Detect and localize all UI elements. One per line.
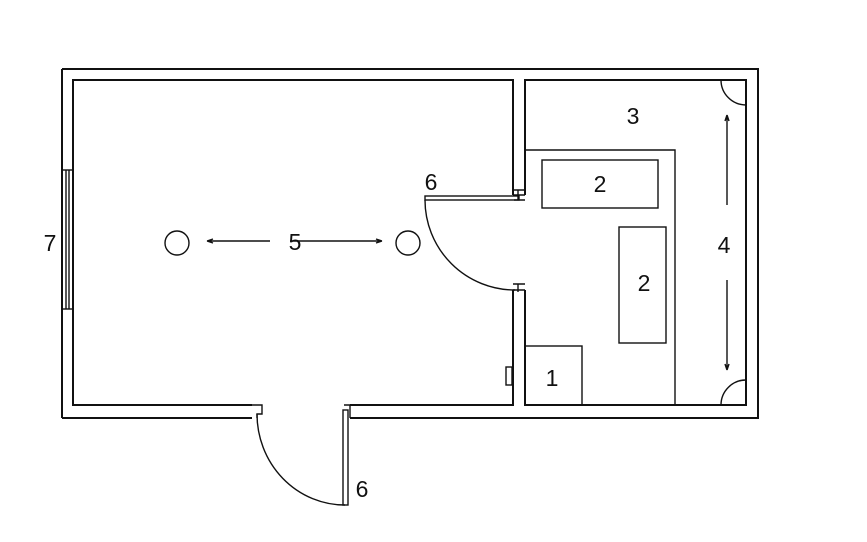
table-2-vertical	[618, 226, 667, 344]
partition-jamb-bottom	[513, 283, 525, 292]
inner-door	[424, 195, 520, 291]
label-6-entrance-door: 6	[356, 476, 369, 502]
label-2b: 2	[638, 270, 651, 296]
label-5: 5	[289, 229, 302, 255]
box-1	[524, 345, 583, 406]
wall-fixture	[505, 366, 513, 386]
inner-wall-left-room	[72, 79, 514, 406]
dimension-arrow-5-left	[206, 238, 270, 244]
table-2-horizontal	[541, 159, 659, 209]
outer-wall	[61, 68, 759, 419]
l-shaped-counter	[525, 149, 676, 405]
label-7: 7	[44, 230, 57, 256]
label-4: 4	[718, 232, 731, 258]
column-left	[164, 230, 190, 256]
dimension-arrow-4-bottom	[724, 280, 730, 371]
dimension-arrow-4-top	[724, 114, 730, 205]
corner-arc-top	[720, 79, 747, 106]
partition-jamb-top	[513, 189, 525, 201]
dimension-arrow-5-right	[290, 238, 383, 244]
corner-arc-bottom	[720, 379, 747, 406]
entrance-door	[250, 404, 356, 506]
label-3: 3	[627, 103, 640, 129]
label-6-inner-door: 6	[425, 169, 438, 195]
column-right	[395, 230, 421, 256]
label-2a: 2	[594, 171, 607, 197]
window	[61, 169, 74, 310]
label-1: 1	[546, 365, 559, 391]
